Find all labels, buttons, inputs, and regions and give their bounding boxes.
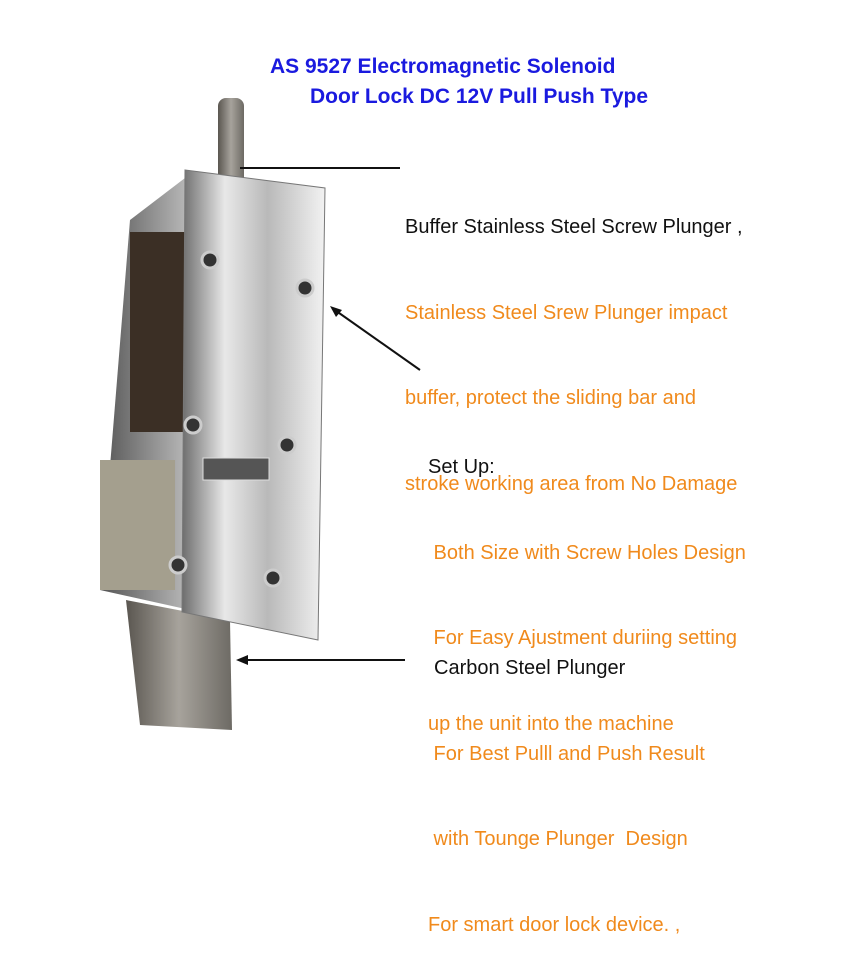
callout-heading: Buffer Stainless Steel Screw Plunger ,: [405, 216, 743, 238]
callout-line: For Easy Ajustment duriing setting: [428, 627, 738, 649]
title-line-1: AS 9527 Electromagnetic Solenoid: [270, 55, 616, 78]
callout-line: Stainless Steel Srew Plunger impact: [405, 301, 728, 324]
callout-line: For smart door lock device. ,: [428, 913, 681, 936]
callout-heading: Carbon Steel Plunger: [434, 657, 626, 679]
callout-heading: Set Up:: [428, 456, 495, 478]
callout-buffer-plunger: Buffer Stainless Steel Screw Plunger , S…: [405, 156, 743, 527]
callout-line: For Best Pulll and Push Result: [428, 742, 705, 765]
solenoid-lock-product-image: [100, 98, 421, 730]
callout-line: buffer, protect the sliding bar and: [405, 387, 696, 409]
brand-label-plate: [202, 457, 270, 481]
coil: [130, 232, 185, 432]
callout-line: Both Size with Screw Holes Design: [428, 541, 746, 564]
buffer-screw-plunger: [218, 98, 244, 198]
callout-line: up the unit into the machine: [428, 712, 674, 735]
title-line-2: Door Lock DC 12V Pull Push Type: [310, 85, 649, 108]
callout-carbon-plunger: Carbon Steel Plunger For Best Pulll and …: [428, 597, 705, 968]
front-plate: [181, 169, 326, 641]
callout-line: stroke working area from No Damage: [405, 472, 738, 495]
callout-line: with Tounge Plunger Design: [428, 828, 688, 850]
arrow-2: [331, 307, 421, 371]
callout-setup: Set Up: Both Size with Screw Holes Desig…: [428, 396, 746, 767]
carbon-steel-plunger: [126, 600, 232, 730]
